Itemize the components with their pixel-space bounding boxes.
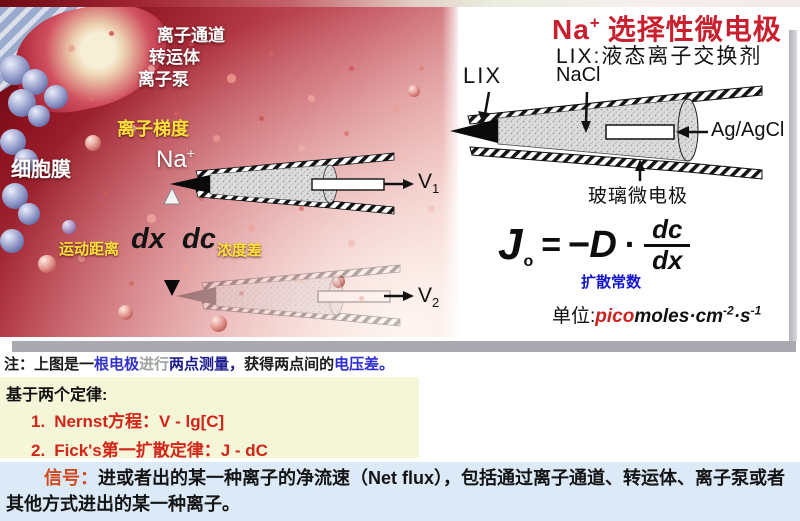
- dc-label: dc: [182, 223, 216, 255]
- note-segment: 进行: [139, 356, 170, 373]
- figure-bottom-shadow: [12, 341, 796, 352]
- concentration-diff-label: 浓度差: [217, 242, 263, 259]
- v1-label: V1: [418, 170, 440, 197]
- agagcl-label: Ag/AgCl: [711, 119, 785, 141]
- page-title: Na+选择性微电极: [552, 13, 782, 45]
- na-ion-label: Na+: [156, 145, 195, 173]
- dx-label: dx: [131, 223, 165, 255]
- laws-heading: 基于两个定律:: [6, 387, 108, 404]
- membrane-photo: 离子通道 转运体 离子泵 离子梯度 Na+ 细胞膜 运动距离 dx dc 浓度差: [0, 7, 458, 337]
- lix-definition-subtitle: LIX:液态离子交换剂: [556, 45, 763, 68]
- right-edge-shadow: [789, 30, 797, 341]
- formula-denominator: dx: [652, 245, 683, 276]
- note-segment: 获得两点间的: [244, 356, 335, 373]
- membrane-sphere: [14, 149, 38, 173]
- flux-formula: J o = −D · dc dx: [498, 215, 691, 276]
- laws-panel: [0, 377, 419, 458]
- membrane-sphere: [44, 85, 68, 109]
- units-line: 单位:picomoles·cm-2·s-1: [552, 303, 762, 327]
- formula-numerator: dc: [644, 215, 691, 248]
- v2-label: V2: [418, 284, 440, 311]
- note-segment: 根电极: [94, 356, 140, 373]
- ion-ball: [118, 305, 133, 320]
- signal-label: 信号：: [44, 468, 98, 488]
- note-line: 注：上图是一根电极进行两点测量，获得两点间的电压差。: [4, 353, 394, 374]
- note-segment: 电压差。: [334, 356, 395, 373]
- pico-text: pico: [595, 306, 635, 327]
- note-segment: 注：上图是一: [4, 356, 95, 373]
- membrane-sphere: [18, 203, 40, 225]
- ion-ball: [210, 315, 227, 332]
- na-superscript: +: [186, 145, 195, 161]
- formula-coefficient: −D: [567, 223, 617, 266]
- diffusion-constant-annotation: 扩散常数: [581, 274, 642, 291]
- ion-ball: [62, 220, 76, 234]
- ion-dots-illustration: [0, 7, 3, 10]
- formula-j-subscript: o: [523, 252, 534, 270]
- lix-label: LIX: [463, 63, 503, 88]
- nacl-arrow: [581, 91, 591, 133]
- ion-pump-label: 离子泵: [138, 70, 189, 89]
- ion-ball: [408, 85, 420, 97]
- ion-channel-label: 离子通道: [157, 26, 225, 45]
- cell-membrane-label: 细胞膜: [11, 159, 71, 181]
- nacl-label: NaCl: [556, 64, 601, 86]
- formula-equals: =: [541, 225, 562, 264]
- note-segment: 两点测量，: [169, 356, 245, 373]
- move-distance-label: 运动距离: [59, 241, 120, 258]
- glass-arrow: [635, 159, 645, 181]
- formula-j: J: [498, 220, 523, 270]
- signal-paragraph: 信号：进或者出的某一种离子的净流速（Net flux），包括通过离子通道、转运体…: [6, 465, 798, 517]
- formula-dot: ·: [624, 225, 637, 264]
- ion-ball: [38, 255, 56, 273]
- glass-microelectrode-label: 玻璃微电极: [588, 186, 689, 207]
- signal-panel: [0, 462, 800, 521]
- law-item-fick: 2.Fick's第一扩散定律：J - dC: [31, 441, 268, 460]
- signal-text: 进或者出的某一种离子的净流速（Net flux），包括通过离子通道、转运体、离子…: [6, 468, 786, 514]
- agagcl-arrow: [676, 126, 708, 138]
- transporter-label: 转运体: [149, 48, 200, 67]
- ion-ball: [332, 275, 345, 288]
- law-item-nernst: 1.Nernst方程：V - lg[C]: [31, 412, 225, 431]
- formula-fraction: dc dx: [644, 215, 691, 276]
- top-gradient-bar: [0, 0, 800, 7]
- title-superscript: +: [589, 13, 601, 33]
- ion-ball: [85, 135, 101, 151]
- membrane-sphere: [28, 105, 50, 127]
- ion-gradient-label: 离子梯度: [117, 119, 189, 139]
- membrane-sphere: [0, 229, 24, 253]
- lix-arrow: [478, 91, 491, 124]
